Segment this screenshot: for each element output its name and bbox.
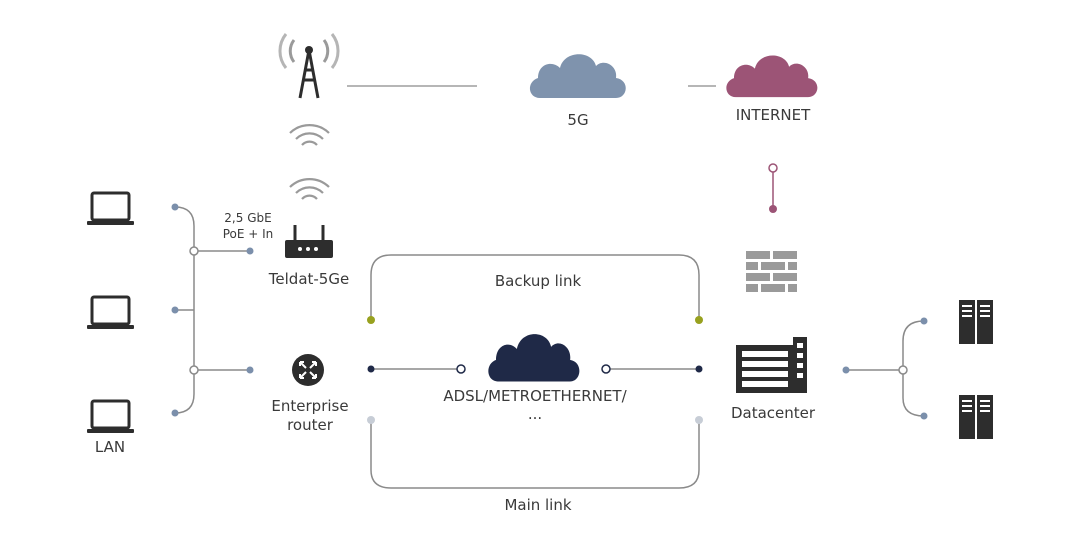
wan-link bbox=[367, 364, 703, 374]
wifi-router-icon bbox=[285, 225, 333, 258]
datacenter-building-icon bbox=[736, 337, 807, 393]
internet-uplink bbox=[768, 163, 778, 213]
server-tree bbox=[846, 320, 925, 417]
label-datacenter: Datacenter bbox=[730, 404, 816, 422]
laptop-icon bbox=[87, 191, 134, 225]
server-tower-icon bbox=[959, 300, 993, 344]
main-node bbox=[367, 416, 375, 424]
server-nodes bbox=[842, 317, 928, 420]
lan-tree bbox=[174, 206, 250, 414]
cloud-wan-icon bbox=[488, 334, 580, 382]
backup-node bbox=[695, 316, 703, 324]
cloud-internet-icon bbox=[726, 55, 818, 98]
laptop-icon bbox=[87, 399, 134, 433]
label-enterprise-line1: Enterprise bbox=[271, 397, 349, 415]
laptop-icon bbox=[87, 295, 134, 329]
cloud-5g-icon bbox=[529, 54, 626, 98]
label-enterprise-line2: router bbox=[287, 416, 333, 434]
label-backup-link: Backup link bbox=[494, 272, 582, 290]
wireless-signal-icon bbox=[289, 123, 330, 200]
backup-link-path bbox=[370, 254, 700, 320]
label-internet: INTERNET bbox=[735, 106, 811, 124]
label-teldat: Teldat-5Ge bbox=[268, 270, 350, 288]
label-poe-line2: PoE + In bbox=[222, 227, 274, 241]
cell-tower-icon bbox=[278, 33, 340, 99]
label-lan: LAN bbox=[94, 438, 126, 456]
label-main-link: Main link bbox=[504, 496, 572, 514]
label-5g: 5G bbox=[567, 111, 589, 129]
firewall-icon bbox=[746, 251, 797, 292]
backup-node bbox=[367, 316, 375, 324]
router-icon bbox=[292, 354, 324, 386]
label-adsl-line1: ADSL/METROETHERNET/ bbox=[443, 387, 627, 405]
label-poe-line1: 2,5 GbE bbox=[224, 211, 272, 225]
lan-nodes bbox=[171, 203, 254, 417]
main-link-path bbox=[370, 420, 700, 489]
server-tower-icon bbox=[959, 395, 993, 439]
main-node bbox=[695, 416, 703, 424]
label-adsl-line2: ... bbox=[527, 405, 543, 423]
